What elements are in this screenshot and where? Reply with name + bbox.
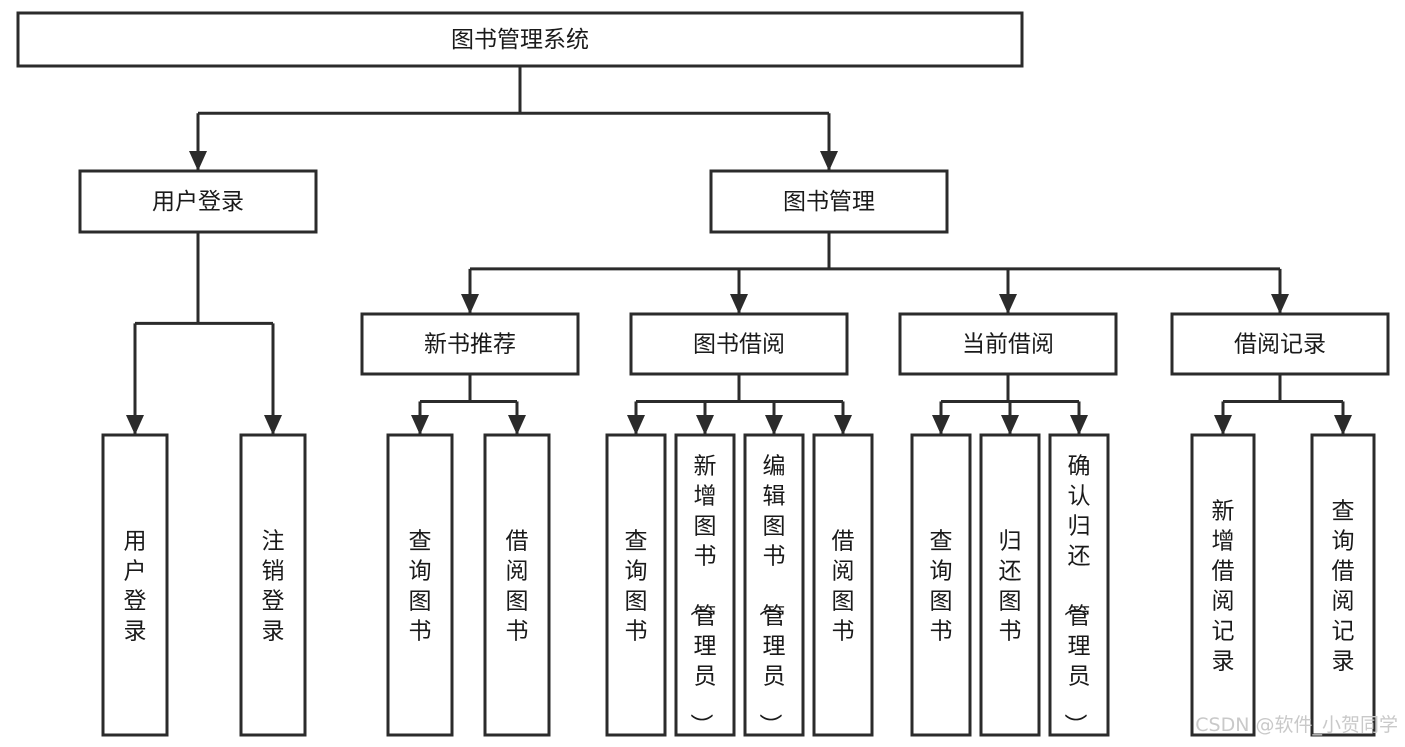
arrow-head-icon [1214, 415, 1232, 435]
node-box-leaf-borrow-book-new[interactable] [483, 433, 551, 737]
node-box-leaf-add-book-admin[interactable] [674, 433, 736, 737]
arrow-head-icon [1001, 415, 1019, 435]
node-box-leaf-add-borrow-record[interactable] [1190, 433, 1256, 737]
arrow-head-icon [411, 415, 429, 435]
connector-group-new-book-recommend [411, 374, 526, 435]
node-box-user-login[interactable] [78, 169, 318, 234]
node-box-leaf-logout[interactable] [239, 433, 307, 737]
node-label-leaf-return-book: 归还图书 [999, 528, 1022, 644]
arrow-head-icon [1334, 415, 1352, 435]
node-label-new-book-recommend: 新书推荐 [424, 332, 516, 358]
node-label-user-login: 用户登录 [152, 189, 244, 215]
arrow-head-icon [126, 415, 144, 435]
node-label-leaf-borrow-book-new: 借阅图书 [506, 528, 529, 644]
node-box-book-borrow[interactable] [629, 312, 849, 376]
node-leaf-query-book-current[interactable]: 查询图书 [910, 433, 972, 737]
arrow-head-icon [820, 151, 838, 171]
node-label-leaf-add-borrow-record: 新增借阅记录 [1212, 498, 1235, 674]
node-label-root: 图书管理系统 [451, 27, 589, 53]
connector-group-borrow-record [1214, 374, 1352, 435]
arrow-head-icon [696, 415, 714, 435]
node-box-book-manage[interactable] [709, 169, 949, 234]
arrow-head-icon [461, 294, 479, 314]
node-leaf-confirm-return-admin[interactable]: 确认归还（管理员） [1048, 433, 1110, 737]
node-label-leaf-logout: 注销登录 [262, 528, 285, 644]
arrow-head-icon [1271, 294, 1289, 314]
node-leaf-edit-book-admin[interactable]: 编辑图书（管理员） [743, 433, 805, 737]
arrow-head-icon [765, 415, 783, 435]
node-leaf-query-book-new[interactable]: 查询图书 [386, 433, 454, 737]
csdn-watermark: CSDN @软件_小贺同学 [1195, 714, 1398, 736]
node-label-leaf-add-book-admin: 新增图书（管理员） [688, 453, 717, 736]
connector-group-book-borrow [627, 374, 852, 435]
node-user-login[interactable]: 用户登录 [78, 169, 318, 234]
arrow-head-icon [1070, 415, 1088, 435]
node-box-leaf-query-book-borrow[interactable] [605, 433, 667, 737]
node-leaf-return-book[interactable]: 归还图书 [979, 433, 1041, 737]
node-label-leaf-query-book-borrow: 查询图书 [625, 528, 648, 644]
node-box-leaf-user-login[interactable] [101, 433, 169, 737]
node-box-leaf-borrow-book[interactable] [812, 433, 874, 737]
node-label-leaf-confirm-return-admin: 确认归还（管理员） [1062, 453, 1091, 736]
node-label-leaf-query-book-new: 查询图书 [409, 528, 432, 644]
node-label-current-borrow: 当前借阅 [962, 332, 1054, 358]
node-box-root[interactable] [16, 11, 1024, 68]
node-box-leaf-query-book-new[interactable] [386, 433, 454, 737]
node-label-leaf-edit-book-admin: 编辑图书（管理员） [757, 453, 786, 736]
node-box-current-borrow[interactable] [898, 312, 1118, 376]
arrow-head-icon [508, 415, 526, 435]
node-leaf-query-borrow-record[interactable]: 查询借阅记录 [1310, 433, 1376, 737]
node-box-leaf-query-book-current[interactable] [910, 433, 972, 737]
arrow-head-icon [189, 151, 207, 171]
node-box-leaf-query-borrow-record[interactable] [1310, 433, 1376, 737]
node-leaf-add-book-admin[interactable]: 新增图书（管理员） [674, 433, 736, 737]
node-box-leaf-edit-book-admin[interactable] [743, 433, 805, 737]
node-leaf-user-login[interactable]: 用户登录 [101, 433, 169, 737]
node-layer: 图书管理系统用户登录图书管理新书推荐图书借阅当前借阅借阅记录用户登录注销登录查询… [16, 11, 1390, 737]
arrow-head-icon [932, 415, 950, 435]
arrow-head-icon [999, 294, 1017, 314]
node-box-leaf-return-book[interactable] [979, 433, 1041, 737]
node-label-leaf-query-borrow-record: 查询借阅记录 [1332, 498, 1355, 674]
node-leaf-borrow-book-new[interactable]: 借阅图书 [483, 433, 551, 737]
node-label-borrow-record: 借阅记录 [1234, 332, 1326, 358]
node-label-leaf-query-book-current: 查询图书 [930, 528, 953, 644]
node-book-borrow[interactable]: 图书借阅 [629, 312, 849, 376]
node-leaf-borrow-book[interactable]: 借阅图书 [812, 433, 874, 737]
arrow-head-icon [627, 415, 645, 435]
node-leaf-add-borrow-record[interactable]: 新增借阅记录 [1190, 433, 1256, 737]
node-label-leaf-user-login: 用户登录 [124, 528, 147, 644]
node-root[interactable]: 图书管理系统 [16, 11, 1024, 68]
connector-group-root [189, 66, 838, 171]
node-borrow-record[interactable]: 借阅记录 [1170, 312, 1390, 376]
arrow-head-icon [730, 294, 748, 314]
node-book-manage[interactable]: 图书管理 [709, 169, 949, 234]
node-box-borrow-record[interactable] [1170, 312, 1390, 376]
connector-layer [126, 66, 1352, 435]
node-box-leaf-confirm-return-admin[interactable] [1048, 433, 1110, 737]
node-box-new-book-recommend[interactable] [360, 312, 580, 376]
node-label-book-manage: 图书管理 [783, 189, 875, 215]
node-leaf-logout[interactable]: 注销登录 [239, 433, 307, 737]
node-new-book-recommend[interactable]: 新书推荐 [360, 312, 580, 376]
connector-group-book-manage [461, 232, 1289, 314]
node-current-borrow[interactable]: 当前借阅 [898, 312, 1118, 376]
connector-group-user-login [126, 232, 282, 435]
connector-group-current-borrow [932, 374, 1088, 435]
node-leaf-query-book-borrow[interactable]: 查询图书 [605, 433, 667, 737]
arrow-head-icon [834, 415, 852, 435]
node-label-book-borrow: 图书借阅 [693, 332, 785, 358]
node-label-leaf-borrow-book: 借阅图书 [832, 528, 855, 644]
arrow-head-icon [264, 415, 282, 435]
